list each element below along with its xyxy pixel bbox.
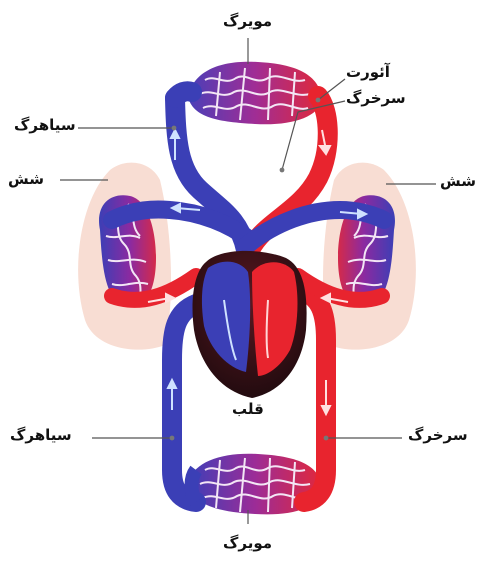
- label-aorta: آئورت: [346, 65, 390, 80]
- label-artery-top: سرخرگ: [346, 91, 406, 106]
- label-capillary-top: مویرگ: [223, 14, 272, 29]
- label-vein-top-left: سیاهرگ: [14, 118, 76, 133]
- label-artery-bottom-right: سرخرگ: [408, 428, 468, 443]
- vein-systemic: [172, 304, 196, 502]
- label-capillary-bottom: مویرگ: [223, 536, 272, 551]
- label-lung-right: شش: [440, 174, 476, 189]
- capillary-top: [188, 62, 322, 125]
- label-heart: قلب: [232, 402, 264, 417]
- heart: [193, 251, 307, 398]
- label-vein-bottom-left: سیاهرگ: [10, 428, 72, 443]
- label-lung-left: شش: [8, 172, 44, 187]
